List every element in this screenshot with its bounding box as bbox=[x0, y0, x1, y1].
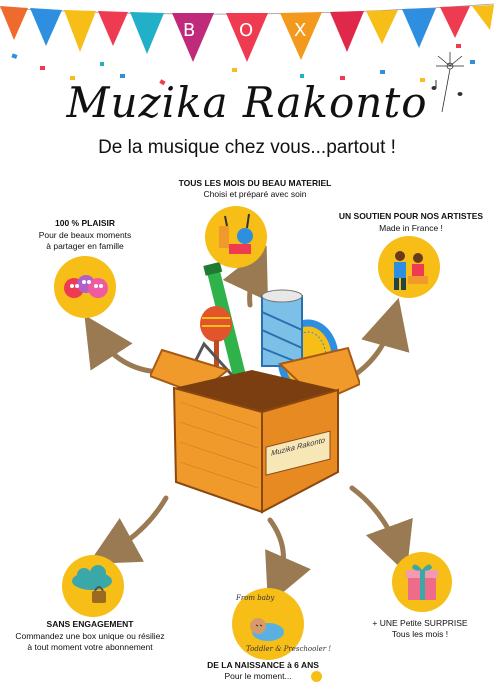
baby-label-2: Toddler & Preschooler ! bbox=[246, 645, 332, 653]
materiel-text: Choisi et préparé avec soin bbox=[203, 189, 307, 199]
brand-subtitle: De la musique chez vous...partout ! bbox=[98, 137, 396, 158]
artists-icon bbox=[394, 251, 428, 290]
plaisir-text-1: Pour de beaux moments bbox=[38, 230, 132, 240]
soutien-text: Made in France ! bbox=[379, 223, 443, 233]
bunting-banner bbox=[0, 3, 494, 86]
plaisir-heading: 100 % PLAISIR bbox=[55, 218, 115, 228]
soutien-circle bbox=[378, 236, 440, 298]
arrow-to-naissance bbox=[265, 517, 311, 605]
gift-icon bbox=[406, 564, 438, 600]
engagement-heading: SANS ENGAGEMENT bbox=[46, 619, 134, 629]
banner-letter-b: B bbox=[183, 20, 196, 41]
plaisir-text-2: à partager en famille bbox=[46, 241, 124, 251]
baby-label-1: From baby bbox=[236, 594, 275, 602]
engagement-text-2: à tout moment votre abonnement bbox=[27, 642, 153, 652]
naissance-circle bbox=[232, 588, 304, 660]
naissance-text: Pour le moment... bbox=[224, 671, 292, 681]
plaisir-circle bbox=[54, 256, 116, 318]
surprise-heading: + UNE Petite SURPRISE bbox=[372, 618, 468, 628]
recorder-icon bbox=[203, 261, 252, 403]
soutien-heading: UN SOUTIEN POUR NOS ARTISTES bbox=[338, 211, 484, 221]
arrow-to-materiel bbox=[222, 245, 268, 308]
surprise-text: Tous les mois ! bbox=[391, 629, 449, 639]
banner-letter-o: O bbox=[239, 20, 254, 41]
arrow-to-engagement bbox=[88, 495, 169, 565]
materiel-circle bbox=[205, 206, 267, 268]
brand-title: Muzika Rakonto bbox=[66, 78, 428, 127]
materiel-heading: TOUS LES MOIS DU BEAU MATERIEL bbox=[178, 178, 332, 188]
smiley-icon bbox=[311, 671, 322, 682]
surprise-circle bbox=[392, 552, 452, 612]
arrow-to-surprise bbox=[349, 485, 413, 574]
engagement-circle bbox=[62, 555, 124, 617]
happy-monsters-icon bbox=[64, 275, 108, 298]
box-label-bg bbox=[265, 430, 331, 476]
engagement-text-1: Commandez une box unique ou résiliez bbox=[15, 631, 165, 641]
music-box-illustration: Muzika Rakonto bbox=[150, 261, 360, 514]
banner-letter-x: X bbox=[294, 20, 307, 41]
cloud-lock-icon bbox=[72, 565, 112, 603]
naissance-heading: DE LA NAISSANCE à 6 ANS bbox=[207, 660, 319, 670]
drum-icon bbox=[261, 289, 303, 367]
maracas-icon bbox=[200, 306, 232, 370]
dandelion-notes-icon bbox=[431, 52, 464, 113]
instruments-icon bbox=[219, 213, 253, 254]
baby-icon bbox=[250, 618, 284, 641]
